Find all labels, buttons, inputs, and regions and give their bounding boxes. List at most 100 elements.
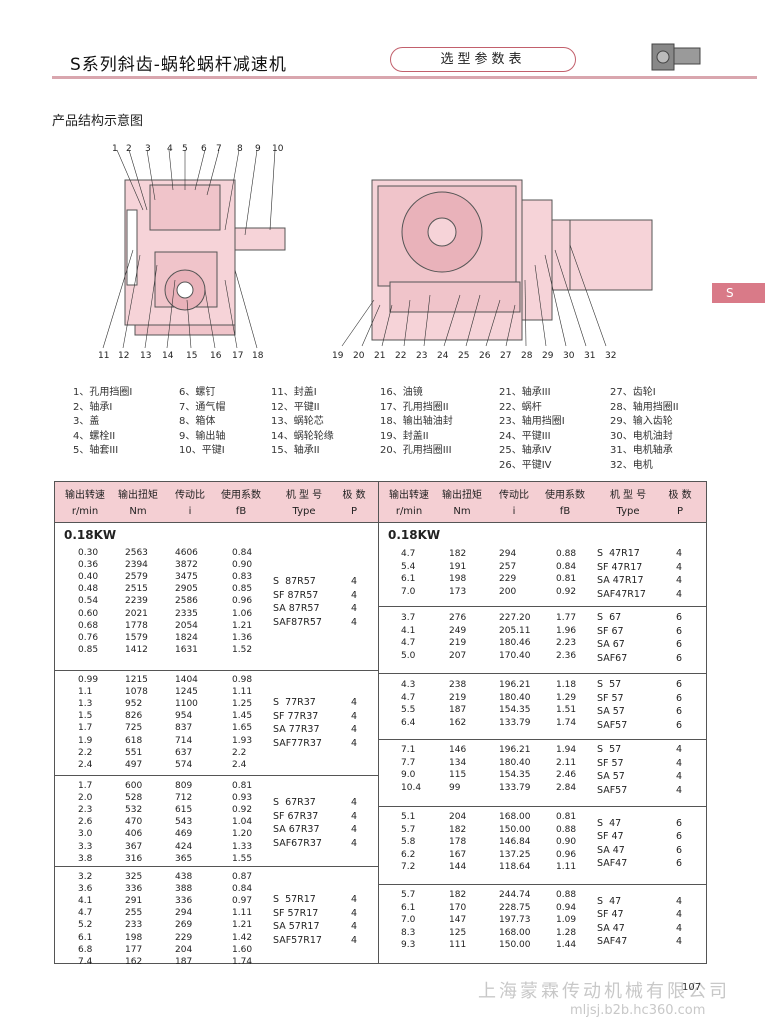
table-cell: 187 [449, 705, 467, 716]
legend-item: 25、轴承IV [499, 445, 552, 456]
table-cell: 180.46 [499, 638, 531, 649]
poles-cell: 6 [676, 817, 683, 829]
site-watermark: mljsj.b2b.hc360.com [570, 1003, 706, 1018]
diagram-label-20: 20 [353, 351, 365, 361]
table-cell: 1.55 [232, 853, 253, 864]
table-cell: 4.1 [401, 625, 416, 636]
table-cell: 0.36 [78, 560, 99, 571]
table-cell: 146 [449, 745, 467, 755]
table-cell: 532 [125, 805, 143, 816]
table-cell: 388 [175, 884, 193, 895]
side-tab-s[interactable]: S [712, 283, 765, 303]
table-cell: 7.0 [401, 586, 416, 597]
table-cell: 1.36 [232, 632, 253, 643]
poles-cell: 4 [676, 784, 683, 796]
table-cell: 1412 [125, 644, 148, 655]
type-cell: S 47R17 [597, 548, 640, 560]
table-cell: 196.21 [499, 745, 531, 755]
table-cell: 637 [175, 747, 193, 758]
table-cell: 5.1 [401, 812, 416, 822]
table-cell: 0.99 [78, 675, 99, 685]
legend-item: 24、平键III [499, 430, 551, 442]
table-cell: 1.18 [556, 680, 577, 690]
legend-col-1: 1、孔用挡圈I 2、轴承I 3、盖 4、螺栓II 5、轴套III [73, 386, 132, 459]
legend-col-6: 27、齿轮I 28、轴用挡圈II 29、输入齿轮 30、电机油封 31、电机轴承… [610, 386, 679, 473]
table-cell: 3.7 [401, 613, 416, 623]
table-cell: 0.88 [556, 824, 577, 835]
diagram-label-22: 22 [395, 351, 407, 361]
th-poles-r: 极 数 [668, 490, 692, 501]
legend-item: 18、输出轴油封 [380, 416, 453, 427]
table-cell: 712 [175, 793, 193, 804]
legend-item: 3、盖 [73, 416, 100, 427]
diagram-label-23: 23 [416, 351, 428, 361]
table-cell: 2579 [125, 572, 148, 583]
power-rating-right: 0.18KW [388, 528, 441, 542]
diagram-label-31: 31 [584, 351, 596, 361]
diagram-label-14: 14 [162, 351, 174, 361]
diagram-label-18: 18 [252, 351, 264, 361]
table-cell: 2.3 [78, 805, 93, 816]
table-cell: 0.85 [78, 644, 99, 655]
type-cell: SAF47R17 [597, 588, 646, 600]
table-cell: 1.7 [78, 723, 93, 734]
table-cell: 229 [499, 574, 517, 585]
table-cell: 1078 [125, 687, 148, 698]
table-cell: 952 [125, 699, 143, 710]
legend-item: 31、电机轴承 [610, 445, 673, 456]
table-cell: 229 [175, 932, 193, 943]
table-cell: 294 [175, 908, 193, 919]
table-cell: 438 [175, 872, 193, 882]
table-cell: 1579 [125, 632, 148, 643]
table-cell: 7.4 [78, 956, 93, 967]
th-fb: 使用系数 [221, 490, 261, 501]
table-cell: 228.75 [499, 902, 531, 913]
table-cell: 150.00 [499, 824, 531, 835]
table-cell: 5.5 [401, 705, 416, 716]
th-ratio: 传动比 [175, 490, 205, 501]
table-cell: 1.93 [232, 735, 253, 746]
poles-cell: 4 [351, 603, 358, 615]
table-cell: 4.7 [401, 638, 416, 649]
table-cell: 1.5 [78, 711, 93, 722]
table-cell: 133.79 [499, 782, 531, 793]
table-cell: 325 [125, 872, 143, 882]
poles-cell: 4 [676, 588, 683, 600]
table-cell: 182 [449, 549, 467, 559]
legend-item: 1、孔用挡圈I [73, 387, 133, 398]
table-cell: 2.4 [78, 759, 93, 770]
type-cell: SAF87R57 [273, 616, 322, 628]
table-cell: 233 [125, 920, 143, 931]
table-cell: 4.7 [401, 692, 416, 703]
table-cell: 469 [175, 829, 193, 840]
table-cell: 227.20 [499, 613, 531, 623]
poles-cell: 4 [351, 589, 358, 601]
table-cell: 2.46 [556, 770, 577, 781]
table-cell: 1.74 [232, 956, 253, 967]
table-cell: 1404 [175, 675, 198, 685]
group-rule [379, 806, 706, 807]
legend-item: 21、轴承III [499, 387, 551, 398]
poles-cell: 6 [676, 612, 683, 624]
table-cell: 196.21 [499, 680, 531, 690]
th-torque: 输出扭矩 [118, 490, 158, 501]
table-cell: 1.29 [556, 692, 577, 703]
table-cell: 1.33 [232, 841, 253, 852]
table-cell: 954 [175, 711, 193, 722]
table-cell: 0.60 [78, 608, 99, 619]
unit-speed-r: r/min [395, 506, 423, 517]
table-cell: 615 [175, 805, 193, 816]
type-cell: SA 87R57 [273, 603, 320, 615]
table-cell: 0.76 [78, 632, 99, 643]
table-cell: 6.4 [401, 717, 416, 728]
table-cell: 162 [125, 956, 143, 967]
table-cell: 837 [175, 723, 193, 734]
table-cell: 316 [125, 853, 143, 864]
table-cell: 0.98 [232, 675, 253, 685]
legend-item: 28、轴用挡圈II [610, 401, 679, 413]
table-cell: 178 [449, 837, 467, 848]
poles-cell: 4 [351, 934, 358, 946]
unit-type-r: Type [616, 506, 640, 517]
poles-cell: 6 [676, 679, 683, 691]
table-cell: 0.81 [556, 812, 577, 822]
